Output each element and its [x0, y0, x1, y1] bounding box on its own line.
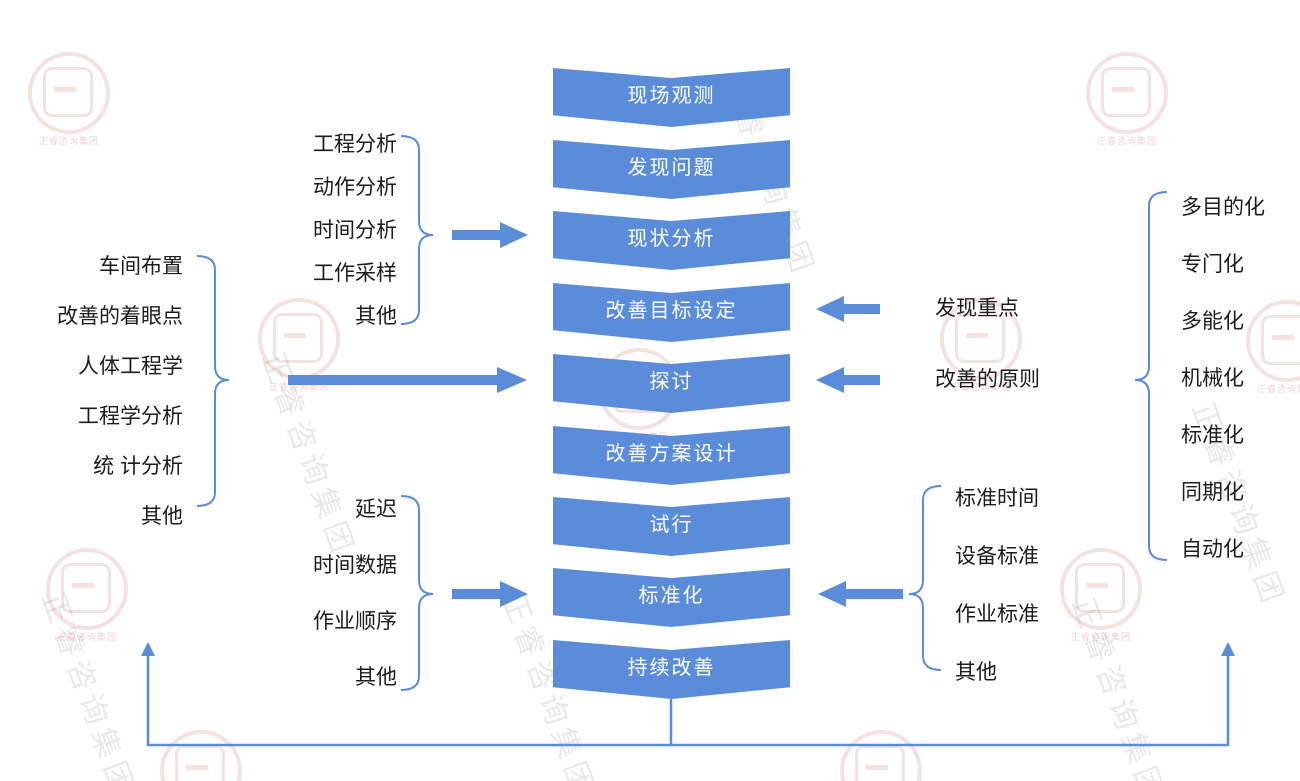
improvement-perspectives-list: 车间布置 改善的着眼点 人体工程学 工程学分析 统 计分析 其他 [15, 240, 183, 540]
arrow-into-current-state-analysis [452, 222, 528, 248]
brace-standardization-inputs [400, 495, 434, 691]
flow-step-label: 探讨 [649, 371, 694, 393]
list-item: 工作采样 [313, 261, 397, 285]
standardization-inputs-list: 延迟 时间数据 作业顺序 其他 [240, 480, 397, 704]
list-item: 人体工程学 [78, 355, 183, 378]
list-item: 标准化 [1181, 423, 1244, 447]
list-item: 其他 [355, 304, 397, 328]
flow-step-label: 标准化 [638, 585, 705, 607]
list-item: 作业顺序 [313, 610, 397, 633]
list-item: 专门化 [1181, 252, 1244, 276]
list-item: 统 计分析 [93, 455, 183, 478]
flow-step-label: 现场观测 [627, 85, 716, 107]
list-item: 自动化 [1181, 537, 1244, 561]
list-item: 延迟 [355, 498, 397, 521]
list-item: 时间分析 [313, 218, 397, 242]
brace-principles [1134, 191, 1168, 561]
brace-analysis-methods [400, 135, 434, 325]
list-item: 同期化 [1181, 480, 1244, 504]
analysis-methods-list: 工程分析 动作分析 时间分析 工作采样 其他 [240, 121, 397, 336]
brace-improvement-perspectives [196, 255, 230, 507]
flow-step-label: 现状分析 [627, 228, 716, 250]
list-item: 其他 [355, 666, 397, 689]
flow-step-label: 试行 [649, 514, 694, 536]
list-item: 多能化 [1181, 309, 1244, 333]
list-item: 设备标准 [955, 545, 1039, 568]
list-item: 其他 [955, 661, 997, 684]
arrow-into-standardization-right [818, 581, 903, 607]
flow-step-label: 发现问题 [627, 157, 716, 179]
list-item: 其他 [141, 505, 183, 528]
list-item: 改善的着眼点 [57, 305, 183, 328]
brace-standards [908, 485, 942, 671]
principle-label: 改善的原则 [935, 368, 1040, 391]
list-item: 工程分析 [313, 132, 397, 156]
flow-step-label: 改善目标设定 [605, 300, 738, 322]
list-item: 多目的化 [1181, 195, 1265, 219]
key-point-label: 发现重点 [935, 297, 1019, 320]
arrow-into-discussion-right [816, 367, 880, 393]
flow-step-label: 持续改善 [627, 657, 716, 679]
list-item: 动作分析 [313, 175, 397, 199]
arrow-into-goal-setting [816, 296, 880, 322]
list-item: 时间数据 [313, 554, 397, 577]
list-item: 车间布置 [99, 255, 183, 278]
list-item: 机械化 [1181, 366, 1244, 390]
feedback-loop-left [146, 650, 673, 747]
feedback-arrowhead-left [141, 642, 155, 656]
feedback-arrowhead-right [1221, 642, 1235, 656]
arrow-into-discussion-left [288, 367, 527, 393]
feedback-loop-right [671, 650, 1230, 747]
flow-step-label: 改善方案设计 [605, 443, 738, 465]
arrow-into-standardization-left [452, 581, 528, 607]
principles-list: 多目的化 专门化 多能化 机械化 标准化 同期化 自动化 [1181, 177, 1300, 576]
standards-list: 标准时间 设备标准 作业标准 其他 [955, 468, 1085, 700]
list-item: 标准时间 [955, 487, 1039, 510]
list-item: 作业标准 [955, 603, 1039, 626]
list-item: 工程学分析 [78, 405, 183, 428]
